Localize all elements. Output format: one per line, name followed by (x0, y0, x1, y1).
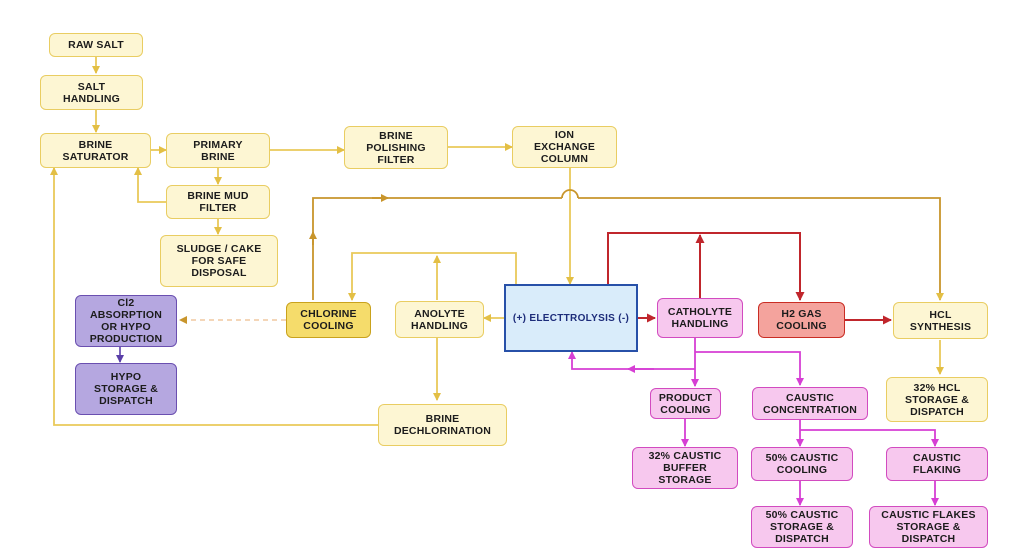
edge-concentration-to-flaking (800, 429, 939, 447)
node-caustic-flakes-storage[interactable]: CAUSTIC FLAKES STORAGE & DISPATCH (869, 506, 988, 548)
node-brine-dechlorination[interactable]: BRINE DECHLORINATION (378, 404, 507, 446)
node-anolyte-handling[interactable]: ANOLYTE HANDLING (395, 301, 484, 338)
edge-chlorine-to-hcl (578, 197, 944, 301)
electrolysis-label: (+) ELECTTROLYSIS (-) (510, 312, 632, 324)
node-brine-saturator[interactable]: BRINE SATURATOR (40, 133, 151, 168)
edge-chlorine-gas-main (312, 197, 562, 300)
edge-dechlorination-to-saturator (50, 167, 378, 426)
node-ion-exchange-column[interactable]: ION EXCHANGE COLUMN (512, 126, 617, 168)
edge-electrolysis-to-chlorine (348, 252, 517, 301)
node-brine-polishing-filter[interactable]: BRINE POLISHING FILTER (344, 126, 448, 169)
node-brine-mud-filter[interactable]: BRINE MUD FILTER (166, 185, 270, 219)
node-product-cooling[interactable]: PRODUCT COOLING (650, 388, 721, 419)
node-sludge-cake[interactable]: SLUDGE / CAKE FOR SAFE DISPOSAL (160, 235, 278, 287)
node-salt-handling[interactable]: SALT HANDLING (40, 75, 143, 110)
node-cl2-absorption[interactable]: Cl2 ABSORPTION OR HYPO PRODUCTION (75, 295, 177, 347)
node-50-caustic-cooling[interactable]: 50% CAUSTIC COOLING (751, 447, 853, 481)
node-electrolysis[interactable]: (+) ELECTTROLYSIS (-) (504, 284, 638, 352)
edge-catholyte-to-concentration (695, 351, 804, 386)
node-chlorine-cooling[interactable]: CHLORINE COOLING (286, 302, 371, 338)
node-hcl-storage[interactable]: 32% HCL STORAGE & DISPATCH (886, 377, 988, 422)
node-catholyte-handling[interactable]: CATHOLYTE HANDLING (657, 298, 743, 338)
node-caustic-concentration[interactable]: CAUSTIC CONCENTRATION (752, 387, 868, 420)
edge-mud-filter-to-saturator (134, 167, 166, 203)
node-raw-salt[interactable]: RAW SALT (49, 33, 143, 57)
edge-catholyte-return-to-electrolysis (568, 351, 695, 370)
crossover-hump (561, 189, 579, 199)
node-hcl-synthesis[interactable]: HCL SYNTHESIS (893, 302, 988, 339)
node-caustic-flaking[interactable]: CAUSTIC FLAKING (886, 447, 988, 481)
node-primary-brine[interactable]: PRIMARY BRINE (166, 133, 270, 168)
node-50-caustic-storage[interactable]: 50% CAUSTIC STORAGE & DISPATCH (751, 506, 853, 548)
node-h2-gas-cooling[interactable]: H2 GAS COOLING (758, 302, 845, 338)
node-hypo-storage[interactable]: HYPO STORAGE & DISPATCH (75, 363, 177, 415)
edge-electrolysis-to-h2 (607, 232, 805, 301)
node-caustic-buffer-storage[interactable]: 32% CAUSTIC BUFFER STORAGE (632, 447, 738, 489)
